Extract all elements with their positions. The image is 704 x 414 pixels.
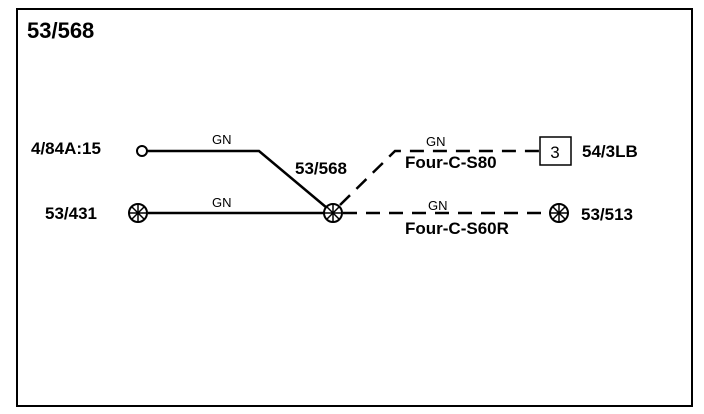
component-box <box>539 136 572 166</box>
wire-label-left-bottom: GN <box>212 195 232 210</box>
wire-left-top <box>147 149 334 214</box>
wire-label-right-bottom: GN <box>428 198 448 213</box>
wire-right-top-dashed <box>339 149 540 206</box>
component-box-number: 3 <box>550 143 559 162</box>
diagram-title: 53/568 <box>27 18 94 43</box>
connector-right-bottom: 53/513 <box>581 205 633 224</box>
variant-bottom: Four-C-S60R <box>405 219 509 238</box>
connector-left-bottom: 53/431 <box>45 204 97 223</box>
wire-label-left-top: GN <box>212 132 232 147</box>
splice-center-icon <box>323 203 343 223</box>
connector-right-top: 54/3LB <box>582 142 638 161</box>
variant-top: Four-C-S80 <box>405 153 497 172</box>
open-terminal-icon <box>136 145 148 157</box>
wire-label-right-top: GN <box>426 134 446 149</box>
splice-right-icon <box>549 203 569 223</box>
connector-center: 53/568 <box>295 159 347 178</box>
diagram-frame <box>16 8 693 407</box>
splice-left-icon <box>128 203 148 223</box>
connector-left-top: 4/84A:15 <box>31 139 101 158</box>
